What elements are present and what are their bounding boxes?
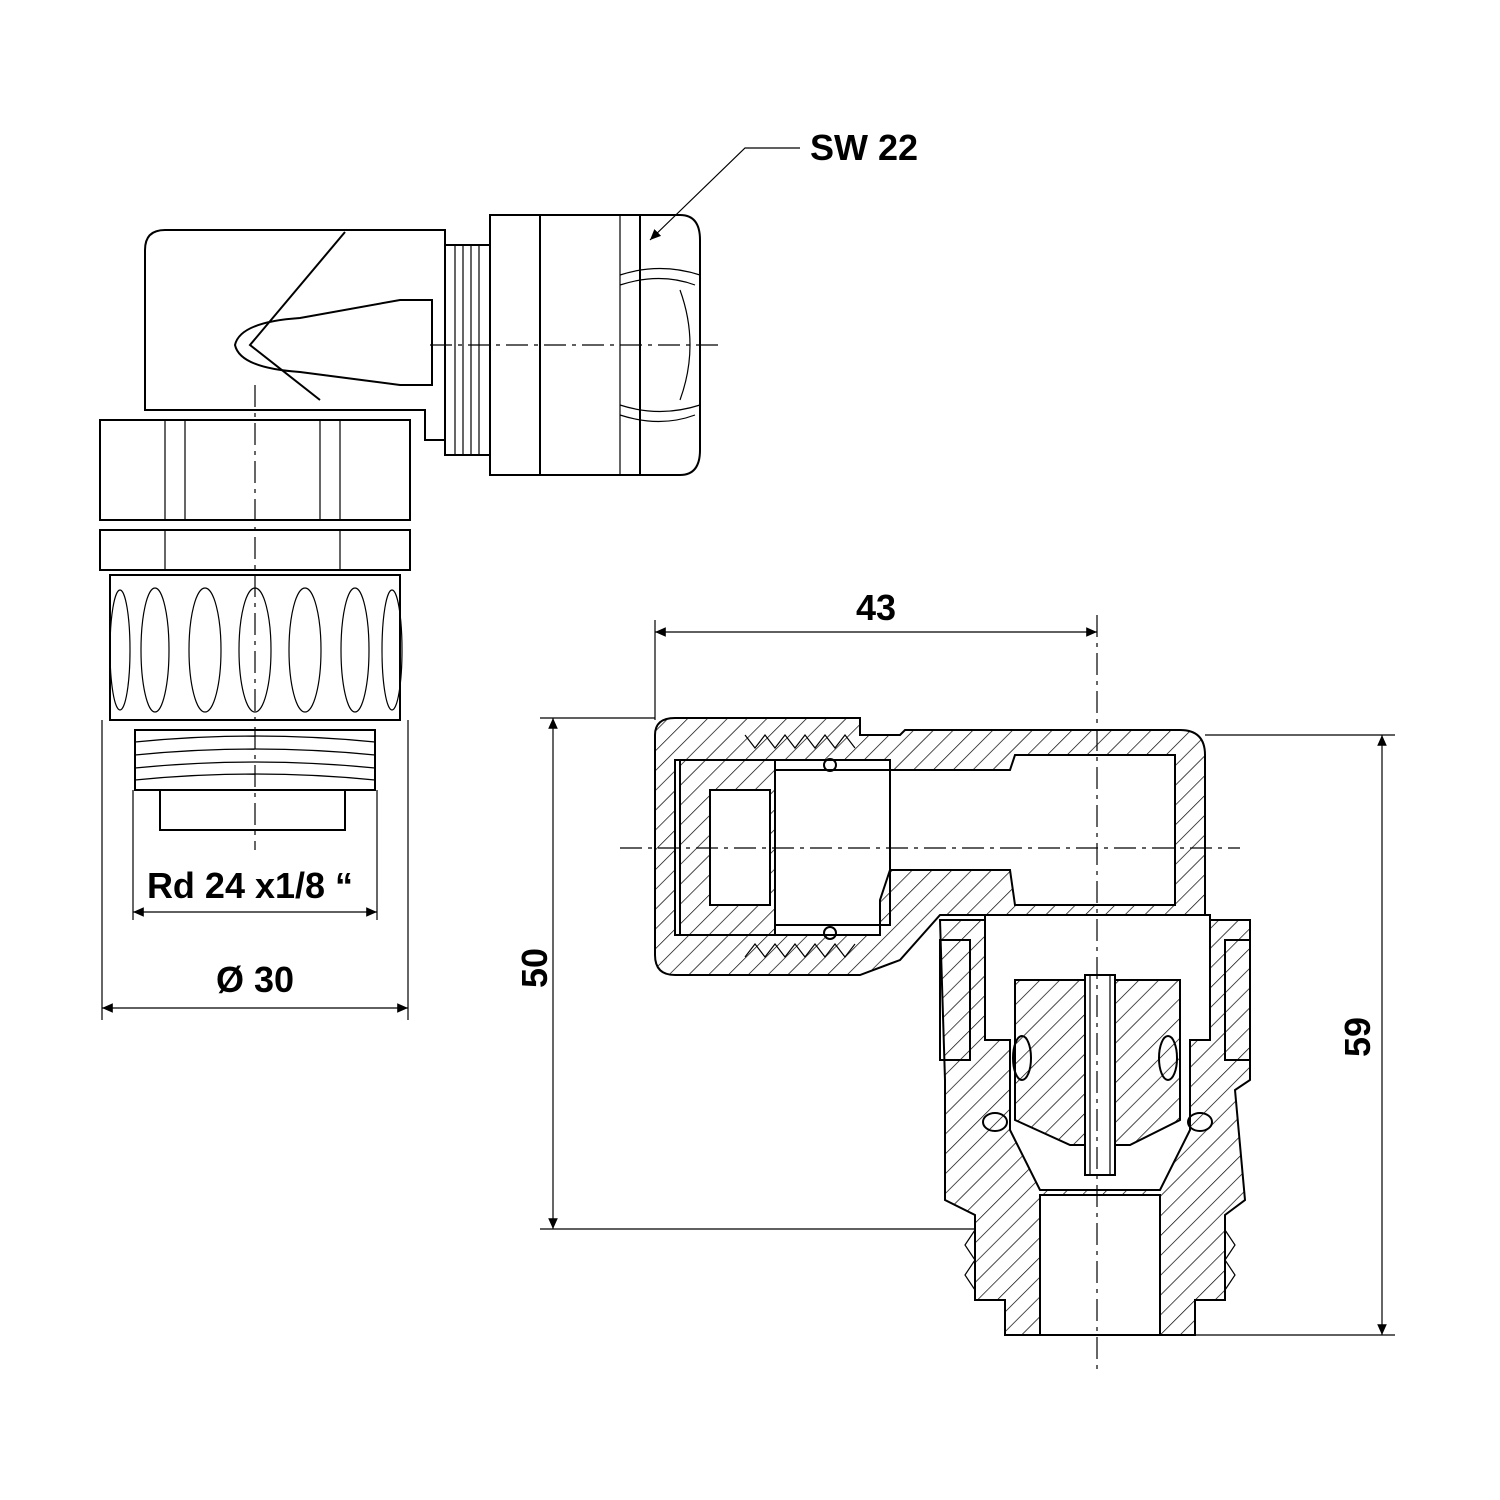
elbow-exterior-view bbox=[99, 214, 720, 850]
thread-dimension bbox=[132, 790, 378, 920]
total-height-label: 59 bbox=[1337, 1017, 1378, 1057]
inner-height-dimension bbox=[540, 717, 975, 1230]
inner-height-label: 50 bbox=[514, 948, 555, 988]
width-dimension bbox=[654, 620, 1097, 720]
wrench-size-label: SW 22 bbox=[810, 127, 918, 168]
sw22-leader bbox=[649, 147, 800, 241]
knurl-grooves bbox=[109, 587, 403, 713]
neck-thread-lines bbox=[454, 245, 480, 455]
elbow-section-view bbox=[620, 615, 1251, 1370]
diameter-dimension bbox=[101, 720, 409, 1020]
diameter-label: Ø 30 bbox=[216, 959, 294, 1000]
width-label: 43 bbox=[856, 587, 896, 628]
thread-label: Rd 24 x1/8 “ bbox=[147, 865, 353, 906]
total-height-dimension bbox=[1195, 734, 1395, 1336]
